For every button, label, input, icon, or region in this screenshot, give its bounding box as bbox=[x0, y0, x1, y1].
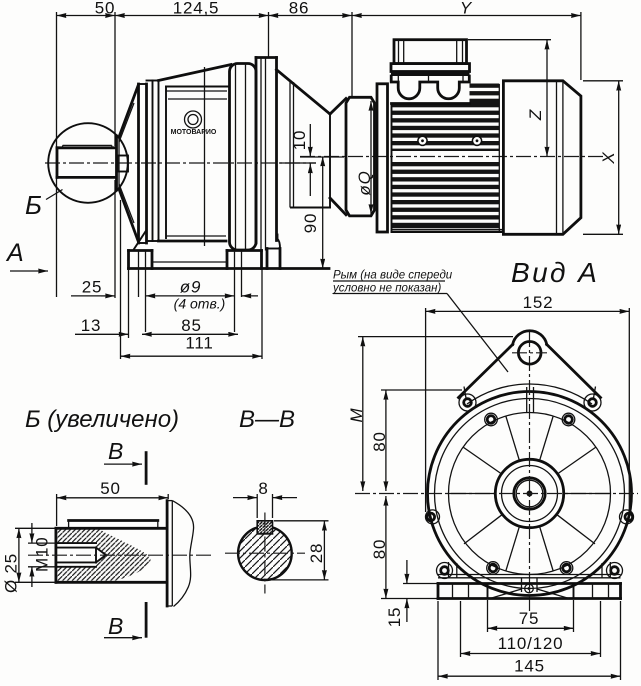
svg-text:86: 86 bbox=[289, 0, 310, 18]
svg-text:145: 145 bbox=[514, 657, 545, 676]
svg-text:А: А bbox=[5, 239, 24, 267]
svg-text:110/120: 110/120 bbox=[498, 634, 564, 653]
svg-text:80: 80 bbox=[370, 539, 389, 560]
svg-text:13: 13 bbox=[81, 316, 102, 335]
svg-text:МОТОВАРИО: МОТОВАРИО bbox=[171, 129, 217, 136]
svg-text:80: 80 bbox=[370, 431, 389, 452]
svg-text:øQ: øQ bbox=[355, 170, 374, 195]
svg-text:(4 отв.): (4 отв.) bbox=[174, 296, 226, 312]
svg-text:90: 90 bbox=[301, 213, 320, 234]
svg-text:15: 15 bbox=[385, 607, 404, 628]
svg-text:Y: Y bbox=[460, 0, 473, 18]
svg-text:X: X bbox=[599, 151, 618, 164]
svg-text:25: 25 bbox=[82, 278, 103, 297]
svg-text:Z: Z bbox=[526, 109, 545, 121]
svg-text:М10: М10 bbox=[33, 537, 52, 572]
svg-text:В—В: В—В bbox=[239, 406, 295, 433]
svg-text:152: 152 bbox=[523, 293, 554, 312]
svg-text:10: 10 bbox=[290, 130, 309, 151]
svg-text:8: 8 bbox=[258, 479, 268, 498]
svg-text:Рым (на виде спереди: Рым (на виде спереди bbox=[333, 270, 453, 282]
svg-text:Вид А: Вид А bbox=[511, 257, 599, 288]
svg-text:124,5: 124,5 bbox=[173, 0, 220, 18]
svg-text:М: М bbox=[347, 407, 366, 422]
svg-text:Б (увеличено): Б (увеличено) bbox=[25, 406, 179, 433]
svg-text:Б: Б bbox=[25, 190, 42, 220]
svg-text:50: 50 bbox=[100, 479, 121, 498]
svg-text:28: 28 bbox=[307, 543, 326, 564]
svg-text:85: 85 bbox=[181, 316, 202, 335]
svg-text:В: В bbox=[108, 438, 123, 464]
svg-text:Ø 25: Ø 25 bbox=[2, 553, 21, 593]
svg-text:50: 50 bbox=[95, 0, 116, 18]
svg-text:ø9: ø9 bbox=[180, 278, 201, 297]
svg-text:В: В bbox=[108, 613, 123, 639]
svg-text:75: 75 bbox=[519, 609, 540, 628]
svg-text:111: 111 bbox=[185, 334, 213, 353]
svg-text:условно не показан): условно не показан) bbox=[332, 283, 441, 295]
